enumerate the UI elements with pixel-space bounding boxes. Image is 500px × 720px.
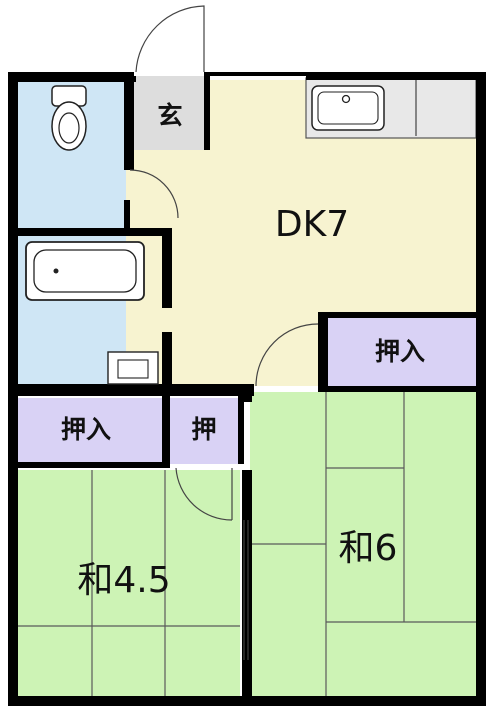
tatami-lines-right xyxy=(250,392,478,698)
tatami-lines-left xyxy=(16,470,240,698)
closet-small-door xyxy=(175,467,233,521)
closet-small xyxy=(170,398,240,464)
washitsu-right-floor xyxy=(250,392,478,698)
closet-right xyxy=(328,318,476,386)
washitsu-right-label: 和6 xyxy=(339,528,398,569)
washbasin-icon xyxy=(107,351,159,385)
bathtub-icon xyxy=(25,241,145,301)
closet-small-label: 押 xyxy=(191,415,216,444)
entrance-label: 玄 xyxy=(157,101,182,130)
closet-right-door xyxy=(255,323,319,387)
entrance-floor xyxy=(134,76,206,150)
toilet-door xyxy=(129,169,179,219)
kitchen-sink-icon xyxy=(311,85,385,131)
dk-label: DK7 xyxy=(275,204,349,245)
closet-left xyxy=(16,398,164,464)
sliding-doors xyxy=(243,520,249,660)
entrance-door xyxy=(134,5,205,76)
walls xyxy=(8,72,486,706)
closet-right-label: 押入 xyxy=(375,337,425,366)
toilet-icon xyxy=(51,85,87,151)
washitsu-left-floor xyxy=(16,470,240,698)
closet-left-label: 押入 xyxy=(61,415,111,444)
washitsu-left-label: 和4.5 xyxy=(77,560,170,601)
